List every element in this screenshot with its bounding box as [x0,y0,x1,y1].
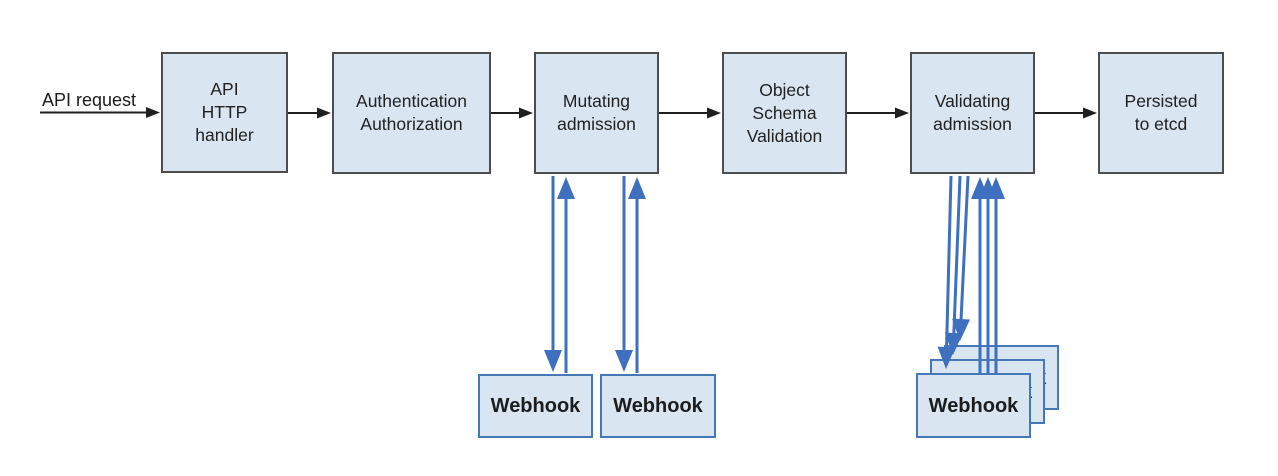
arrow-mutating-to-schema [659,107,721,119]
arrow-webhook-2-return-mutating [628,177,646,373]
node-webhook-validating-front: Webhook [916,373,1031,438]
node-validating-admission: Validating admission [910,52,1035,174]
node-authentication-authorization: Authentication Authorization [332,52,491,174]
arrow-schema-to-validating [847,107,909,119]
arrow-validating-call-webhook-middle [944,175,963,355]
node-object-schema-validation: Object Schema Validation [722,52,847,174]
node-api-http-handler: API HTTP handler [161,52,288,173]
arrow-mutating-call-webhook-1 [544,176,562,372]
api-request-label: API request [42,90,137,110]
node-webhook-mutating-1: Webhook [478,374,593,438]
arrow-validating-call-webhook-front [937,175,956,369]
arrow-handler-to-auth [288,107,331,119]
arrow-webhook-1-return-mutating [557,177,575,373]
node-mutating-admission: Mutating admission [534,52,659,174]
arrow-validating-to-etcd [1035,107,1097,119]
arrow-validating-call-webhook-back [952,175,971,341]
node-webhook-mutating-2: Webhook [600,374,716,438]
arrow-auth-to-mutating [491,107,533,119]
node-persisted-to-etcd: Persisted to etcd [1098,52,1224,174]
arrow-mutating-call-webhook-2 [615,176,633,372]
